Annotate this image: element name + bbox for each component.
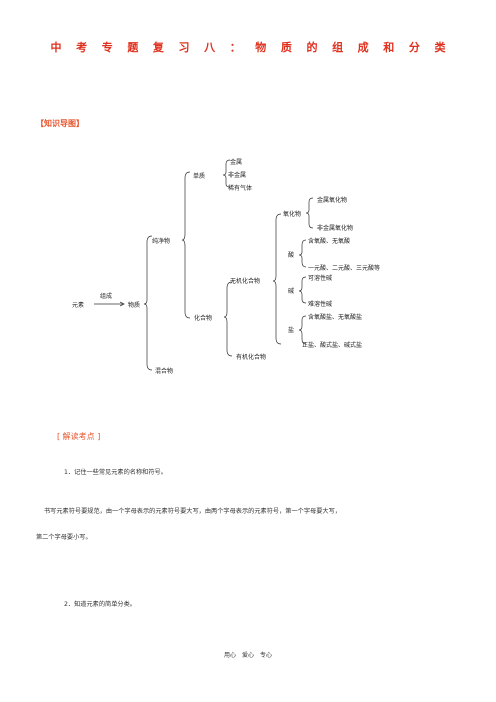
- title-char: 质: [280, 41, 292, 54]
- title-char: 八: [204, 41, 216, 54]
- compose-arrow-head: [119, 301, 125, 307]
- node-metal: 金属: [230, 159, 243, 166]
- point-2: 2．知道元素的简单分类。: [64, 601, 136, 608]
- node-base-soluble: 可溶性碱: [308, 275, 333, 282]
- title-char: 复: [152, 41, 164, 54]
- point-1: 1．记住一些常见元素的名称和符号。: [64, 469, 167, 476]
- title-char: 分: [408, 41, 420, 54]
- node-organic: 有机化合物: [236, 354, 267, 361]
- simple-brace: [222, 159, 231, 188]
- node-acid-oxy: 含氧酸、无氧酸: [308, 238, 351, 245]
- title-char: 专: [101, 41, 113, 54]
- node-base: 碱: [288, 288, 295, 295]
- title-char: 题: [127, 41, 139, 54]
- node-compose: 组成: [100, 293, 113, 300]
- node-oxide: 氧化物: [283, 211, 302, 218]
- title-char: 的: [306, 41, 318, 54]
- node-base-insoluble: 难溶性碱: [308, 301, 333, 308]
- node-nonmetal: 非金属: [228, 172, 247, 179]
- title-char: 考: [76, 41, 88, 54]
- page-title: 中 考专 题复 习 八 ： 物质 的 组成 和分 类: [0, 39, 496, 55]
- node-nonmetal-oxide: 非金属氧化物: [317, 225, 354, 232]
- paragraph-1-line-1: 书写元素符号要规范，由一个字母表示的元素符号要大写，由两个字母表示的元素符号，第…: [44, 508, 341, 515]
- compound-brace: [223, 281, 233, 357]
- title-char: 物: [255, 41, 267, 54]
- node-element: 元素: [72, 302, 85, 309]
- node-matter: 物质: [128, 302, 141, 309]
- section-heading-key-points: [ 解读考点 ]: [57, 432, 101, 441]
- title-char: 中: [50, 41, 62, 54]
- title-char: ：: [229, 41, 241, 54]
- node-salt-oxy: 含氧酸盐、无氧酸盐: [308, 314, 363, 321]
- node-metal-oxide: 金属氧化物: [317, 197, 348, 204]
- oxide-brace: [305, 197, 314, 229]
- title-char: 类: [434, 41, 446, 54]
- node-salt-types: 正盐、酸式盐、碱式盐: [302, 342, 363, 349]
- matter-brace: [143, 235, 153, 371]
- node-salt: 盐: [288, 327, 295, 334]
- base-brace: [298, 276, 307, 304]
- node-acid: 酸: [288, 252, 295, 259]
- node-noble-gas: 稀有气体: [228, 185, 253, 192]
- node-acid-basicity: 一元酸、二元酸、三元酸等: [308, 265, 381, 272]
- pure-brace: [181, 171, 191, 319]
- paragraph-1-line-2: 第二个字母要小写。: [36, 534, 92, 541]
- title-char: 和: [383, 41, 395, 54]
- node-simple-substance: 单质: [193, 173, 206, 180]
- acid-brace: [298, 239, 307, 268]
- section-heading-knowledge-map: 【知识导图】: [36, 119, 84, 128]
- inorganic-brace: [272, 213, 282, 345]
- page-footer: 用心 爱心 专心: [223, 652, 272, 659]
- node-inorganic: 无机化合物: [230, 278, 261, 285]
- node-compound: 化合物: [194, 315, 213, 322]
- node-mixture: 混合物: [155, 368, 174, 375]
- node-pure: 纯净物: [152, 238, 171, 245]
- title-char: 组: [332, 41, 344, 54]
- title-char: 习: [178, 41, 190, 54]
- title-char: 成: [357, 41, 369, 54]
- salt-brace: [298, 315, 307, 345]
